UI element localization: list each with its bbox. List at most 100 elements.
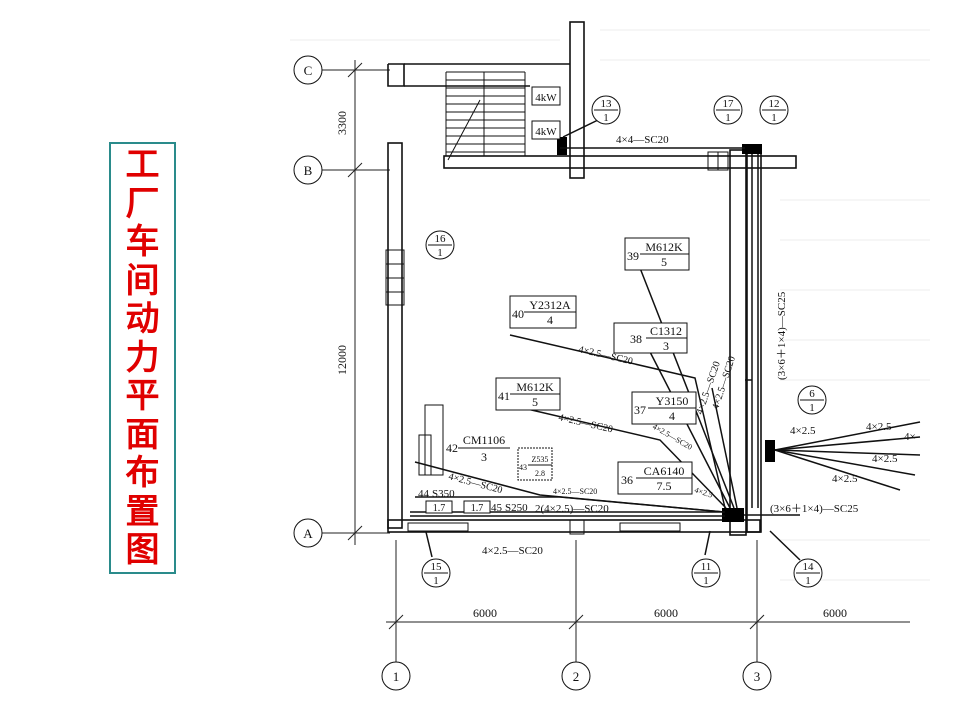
- panels-p11-num-label: 11: [701, 561, 712, 573]
- machines-m42-id-label: 42: [446, 441, 458, 455]
- machines-m36-id-label: 36: [621, 473, 633, 487]
- machines-m41-model-label: M612K: [516, 380, 554, 394]
- machines-m44-model-label: S350: [432, 488, 455, 500]
- cable-label-41: 4×2.5—SC20: [557, 412, 613, 435]
- machines-m45-model-label: S250: [505, 502, 528, 514]
- panel-12: 12 1: [759, 95, 789, 125]
- title-box: 工厂车间动力平面布置图: [109, 142, 176, 574]
- machines-m38-id-label: 38: [630, 332, 642, 346]
- cable-label-fan-4: 4×2.5: [872, 453, 898, 465]
- panels-p6-num-label: 6: [809, 388, 815, 400]
- dimension-c-b: 3300: [335, 111, 349, 135]
- machines-m40-model-label: Y2312A: [529, 298, 571, 312]
- panels-p17-den-label: 1: [725, 112, 731, 124]
- machines-m39-model-label: M612K: [645, 240, 683, 254]
- axis-lines: [322, 60, 910, 665]
- axis-label-3: 3: [754, 669, 761, 684]
- cable-lines: [410, 119, 921, 561]
- machine-44: 44 S350 1.7: [418, 488, 455, 514]
- axis-bubble-1: 1: [381, 661, 411, 691]
- machines-m44-id-label: 44: [418, 488, 430, 500]
- panel-16: 16 1: [425, 230, 455, 260]
- dimension-col-2-3: 6000: [654, 606, 678, 620]
- cable-label-top-run: 4×4—SC20: [616, 134, 669, 146]
- panels-p15-den-label: 1: [433, 575, 439, 587]
- drawing-title: 工厂车间动力平面布置图: [125, 145, 160, 571]
- dimension-b-a: 12000: [335, 345, 349, 375]
- axis-bubble-c: C: [293, 55, 323, 85]
- machine-36: 36 CA6140 7.5: [617, 461, 693, 495]
- walls: [387, 21, 797, 536]
- cable-label-fan-2: 4×2.5: [866, 421, 892, 433]
- machines-m36-model-label: CA6140: [644, 464, 685, 478]
- axis-label-1: 1: [393, 669, 400, 684]
- machines-m44-power-label: 1.7: [433, 503, 446, 514]
- panels-p13-den-label: 1: [603, 112, 609, 124]
- machine-39: 39 M612K 5: [624, 237, 690, 271]
- panels-p17-num-label: 17: [723, 98, 735, 110]
- cable-label-fan-3: 4×: [904, 431, 916, 443]
- axis-bubble-a: A: [293, 518, 323, 548]
- distribution-boards: [557, 137, 775, 522]
- machines-m36-power-label: 7.5: [657, 479, 672, 493]
- panel-15: 15 1: [421, 558, 451, 588]
- machine-38: 38 C1312 3: [613, 322, 688, 354]
- machines-m38-power-label: 3: [663, 339, 669, 353]
- dimension-col-1-2: 6000: [473, 606, 497, 620]
- panels-p12-num-label: 12: [769, 98, 780, 110]
- motor-label-bottom: 4kW: [535, 126, 557, 138]
- cable-label-bottom-run: 4×2.5—SC20: [482, 545, 543, 557]
- wall-openings: [385, 151, 729, 535]
- cable-label-45: 2(4×2.5)—SC20: [535, 503, 609, 515]
- machine-40: 40 Y2312A 4: [509, 295, 577, 329]
- panel-13: 13 1: [591, 95, 621, 125]
- cable-label-right-bottom: (3×6＋1×4)—SC25: [770, 503, 859, 515]
- machine-43: 43 Z535 2.8: [517, 447, 553, 481]
- panel-17: 17 1: [713, 95, 743, 125]
- axis-label-2: 2: [573, 669, 580, 684]
- machines-m43-id-label: 43: [519, 463, 527, 472]
- panels-p11-den-label: 1: [703, 575, 709, 587]
- machines-m41-id-label: 41: [498, 389, 510, 403]
- dimension-col-3-right: 6000: [823, 606, 847, 620]
- motor-box-top: 4kW: [531, 86, 561, 106]
- machines-m41-power-label: 5: [532, 395, 538, 409]
- panel-6: 6 1: [797, 385, 827, 415]
- axis-label-a: A: [303, 526, 313, 541]
- machine-37: 37 Y3150 4: [631, 391, 697, 425]
- machines-m45-id-label: 45: [491, 502, 503, 514]
- machines-m42-power-label: 3: [481, 450, 487, 464]
- machine-42: 42 CM1106 3: [446, 433, 510, 464]
- axis-bubble-2: 2: [561, 661, 591, 691]
- machines-m37-model-label: Y3150: [656, 394, 689, 408]
- stairs: [445, 71, 526, 161]
- panels-p14-den-label: 1: [805, 575, 811, 587]
- panels-p12-den-label: 1: [771, 112, 777, 124]
- panel-11: 11 1: [691, 558, 721, 588]
- machines-m38-model-label: C1312: [650, 324, 682, 338]
- machines-m45-power-label: 1.7: [471, 503, 484, 514]
- panel-14: 14 1: [793, 558, 823, 588]
- panels-p14-num-label: 14: [803, 561, 815, 573]
- machines-m37-id-label: 37: [634, 403, 646, 417]
- machines-m43-model-label: Z535: [532, 455, 549, 464]
- machines-m42-model-label: CM1106: [463, 433, 505, 447]
- axis-bubble-b: B: [293, 155, 323, 185]
- machines-m40-power-label: 4: [547, 313, 553, 327]
- background-texture: [290, 29, 930, 581]
- machine-41: 41 M612K 5: [495, 377, 561, 411]
- machines-m43-power-label: 2.8: [535, 469, 545, 478]
- machines-m37-power-label: 4: [669, 409, 675, 423]
- motor-box-bottom: 4kW: [531, 120, 561, 140]
- axis-label-b: B: [304, 163, 313, 178]
- axis-bubble-3: 3: [742, 661, 772, 691]
- machines-m40-id-label: 40: [512, 307, 524, 321]
- cable-label-43: 4×2.5—SC20: [553, 487, 597, 496]
- panels-p16-num-label: 16: [435, 233, 447, 245]
- machines-m39-id-label: 39: [627, 249, 639, 263]
- cable-label-fan-1: 4×2.5: [790, 425, 816, 437]
- panels-p15-num-label: 15: [431, 561, 443, 573]
- machine-45: 1.7 45 S250: [463, 500, 528, 514]
- cable-label-fan-5: 4×2.5: [832, 473, 858, 485]
